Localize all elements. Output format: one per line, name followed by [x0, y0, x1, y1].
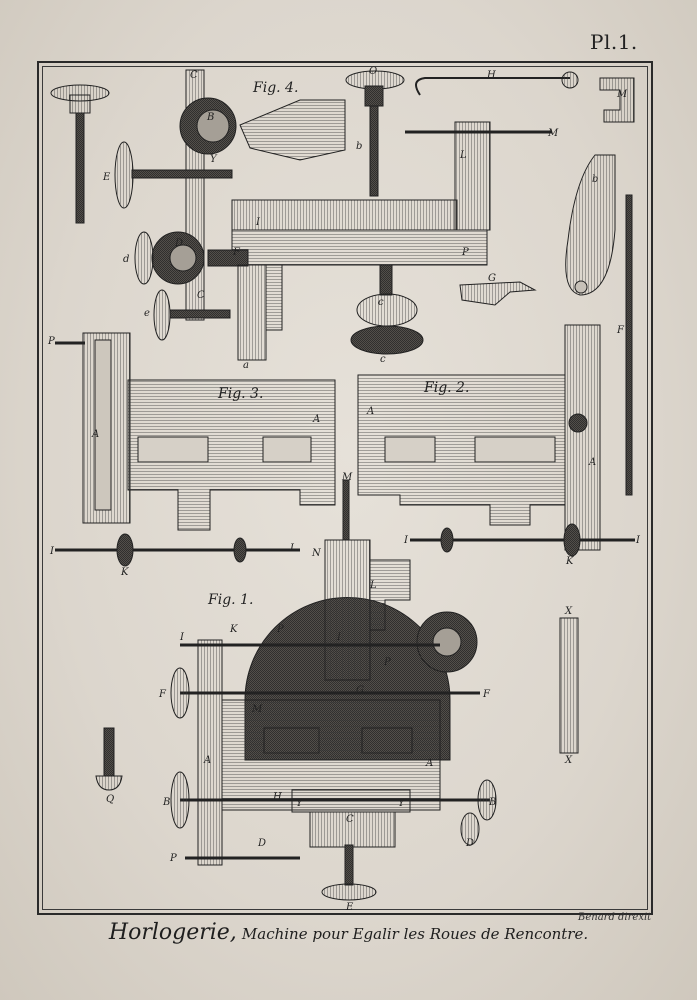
letter-callout: Y — [296, 798, 304, 809]
letter-callout: A — [312, 414, 320, 425]
letter-callout: I — [49, 546, 55, 557]
letter-callout: A — [588, 457, 596, 468]
letter-callout: M — [341, 472, 353, 483]
plate-caption: Horlogerie, Machine pour Egalir les Roue… — [0, 920, 697, 945]
letter-callout: c — [378, 297, 384, 308]
letter-callout: A — [91, 429, 99, 440]
letter-callout: L — [369, 580, 377, 591]
letter-callout: D — [174, 238, 183, 249]
figure-2-drawing — [357, 324, 635, 557]
letter-callout: F — [482, 689, 491, 700]
letter-callout: Y — [210, 154, 218, 165]
letter-callout: C — [197, 290, 205, 301]
letter-callout: B — [488, 797, 496, 808]
plate-frame-inner — [42, 66, 648, 910]
letter-callout: A — [203, 755, 211, 766]
figure-3-drawing — [55, 332, 336, 567]
letter-callout: C — [346, 814, 354, 825]
letter-callout: Q — [106, 794, 114, 805]
letter-callout: I — [635, 535, 641, 546]
letter-callout: N — [311, 548, 322, 559]
letter-callout: B — [206, 112, 214, 123]
fig-2-label: Fig. 2. — [423, 380, 469, 396]
letter-callout: A — [366, 406, 374, 417]
letter-callout: G — [356, 685, 364, 696]
letter-callout: C — [190, 70, 198, 81]
letter-callout: a — [243, 360, 249, 371]
fig-4-label: Fig. 4. — [252, 80, 298, 96]
fig-1-label: Fig. 1. — [207, 592, 253, 608]
letter-callout: H — [486, 70, 496, 81]
letter-callout: I — [289, 543, 295, 554]
engraver-signature: Benard direxit — [578, 912, 652, 923]
letter-callout: I — [255, 217, 261, 228]
letter-callout: P — [276, 624, 284, 635]
letter-callout: K — [229, 624, 238, 635]
letter-callout: D — [257, 838, 266, 849]
letter-callout: K — [565, 556, 574, 567]
letter-callout: L — [459, 150, 467, 161]
letter-callout: b — [592, 174, 598, 185]
letter-callout: F — [232, 247, 241, 258]
letter-callout: K — [120, 567, 129, 578]
caption-subtitle: Machine pour Egalir les Roues de Rencont… — [241, 925, 589, 943]
caption-title: Horlogerie, — [108, 920, 237, 945]
letter-callout: c — [380, 354, 386, 365]
letter-callout: E — [102, 172, 111, 183]
letter-callout: X — [564, 606, 573, 617]
letter-callout: F — [158, 689, 167, 700]
letter-callout: O — [369, 66, 377, 77]
letter-callout: E — [345, 902, 354, 913]
letter-callout: X — [564, 755, 573, 766]
letter-callout: D — [465, 838, 474, 849]
figure-1-drawing — [95, 479, 579, 901]
letter-callout: d — [123, 254, 129, 265]
letter-callout: H — [272, 792, 282, 803]
letter-callout: B — [162, 797, 170, 808]
letter-callout: M — [547, 128, 559, 139]
letter-callout: P — [461, 247, 469, 258]
letter-callout: I — [403, 535, 409, 546]
letter-callout: G — [488, 273, 496, 284]
letter-callout: F — [616, 325, 625, 336]
letter-callout: b — [356, 141, 362, 152]
letter-callout: M — [616, 89, 628, 100]
letter-callout: P — [383, 657, 391, 668]
fig-3-label: Fig. 3. — [217, 386, 263, 402]
figure-4-drawing — [50, 69, 635, 496]
letter-callout: A — [425, 758, 433, 769]
letter-callout: e — [144, 308, 150, 319]
letter-callout: P — [47, 336, 55, 347]
letter-callout: I — [336, 632, 342, 643]
letter-callout: I — [179, 632, 185, 643]
letter-callout: Y — [398, 798, 406, 809]
letter-callout: P — [169, 853, 177, 864]
plate-frame-outer — [37, 61, 653, 915]
letter-callout: M — [251, 704, 263, 715]
plate-number: Pl.1. — [590, 30, 638, 54]
